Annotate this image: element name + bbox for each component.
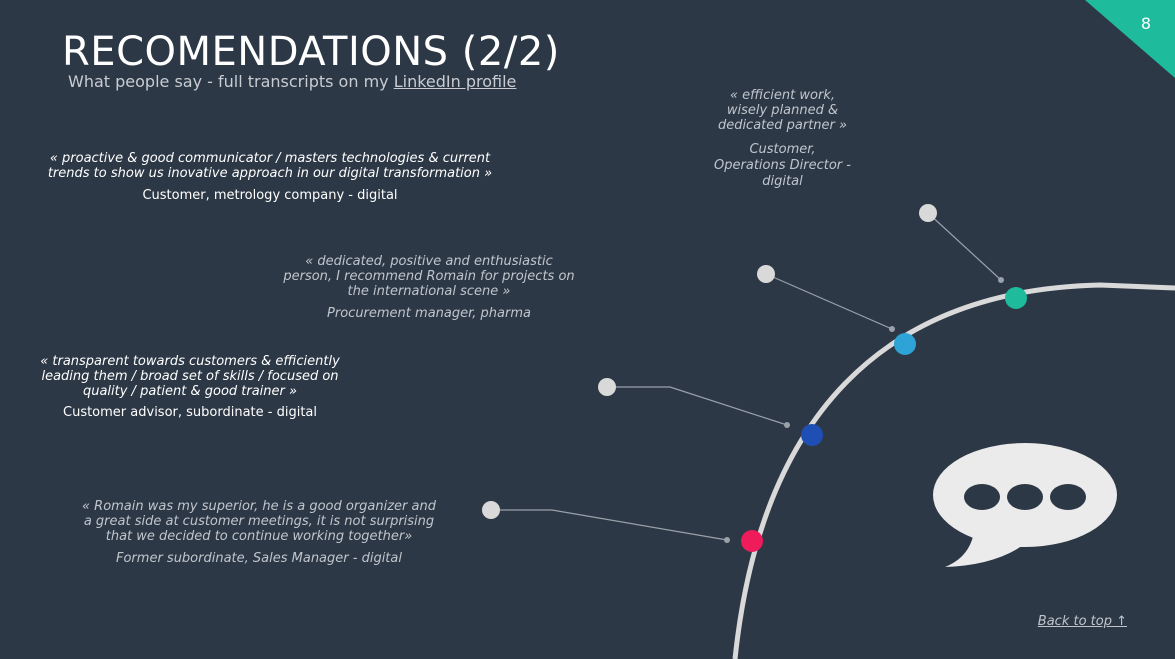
connector-end-4 xyxy=(724,537,730,543)
quote-line: the international scene » xyxy=(347,284,511,299)
quote-line: « efficient work, xyxy=(730,88,835,103)
connector-end-1 xyxy=(998,277,1004,283)
page-title: RECOMENDATIONS (2/2) xyxy=(62,29,560,75)
author-line: Customer, metrology company - digital xyxy=(142,188,398,203)
timeline-dot-dark-blue xyxy=(801,424,823,446)
connector-3 xyxy=(607,386,788,426)
author-line: Customer, xyxy=(749,142,816,157)
corner-accent xyxy=(1085,0,1175,78)
testimonial-4-quote: « transparent towards customers & effici… xyxy=(30,354,350,399)
author-line: Procurement manager, pharma xyxy=(327,306,531,321)
quote-line: « transparent towards customers & effici… xyxy=(40,354,340,369)
quote-line: that we decided to continue working toge… xyxy=(105,529,413,544)
quote-line: leading them / broad set of skills / foc… xyxy=(41,369,339,384)
author-line: Former subordinate, Sales Manager - digi… xyxy=(116,551,402,566)
connector-2 xyxy=(765,273,893,330)
author-line: digital xyxy=(762,174,803,189)
testimonial-5-quote: « Romain was my superior, he is a good o… xyxy=(70,499,448,544)
timeline-dot-teal xyxy=(1005,287,1027,309)
quote-line: « dedicated, positive and enthusiastic xyxy=(305,254,553,269)
connector-start-4 xyxy=(482,501,500,519)
quote-line: « proactive & good communicator / master… xyxy=(49,151,491,166)
linkedin-profile-link[interactable]: LinkedIn profile xyxy=(393,72,517,91)
back-to-top-link[interactable]: Back to top ↑ xyxy=(1037,614,1127,629)
testimonial-1-quote: « efficient work, wisely planned & dedic… xyxy=(690,88,875,133)
page-number: 8 xyxy=(1140,14,1151,33)
quote-line: quality / patient & good trainer » xyxy=(82,384,298,399)
testimonial-1-author: Customer, Operations Director - digital xyxy=(690,142,875,190)
quote-line: a great side at customer meetings, it is… xyxy=(83,514,435,529)
quote-line: « Romain was my superior, he is a good o… xyxy=(82,499,436,514)
speech-bubble-icon xyxy=(933,443,1117,567)
quote-line: wisely planned & xyxy=(726,103,839,118)
testimonial-3-author: Procurement manager, pharma xyxy=(280,306,578,321)
quote-line: dedicated partner » xyxy=(717,118,848,133)
timeline-dot-light-blue xyxy=(894,333,916,355)
testimonial-5-author: Former subordinate, Sales Manager - digi… xyxy=(70,551,448,566)
subtitle-text: What people say - full transcripts on my xyxy=(68,72,394,91)
testimonial-2-quote: « proactive & good communicator / master… xyxy=(20,151,520,181)
connector-1 xyxy=(927,212,1002,281)
testimonial-2-author: Customer, metrology company - digital xyxy=(20,188,520,203)
quote-line: person, I recommend Romain for projects … xyxy=(283,269,575,284)
connector-4 xyxy=(491,509,728,541)
author-line: Customer advisor, subordinate - digital xyxy=(63,405,317,420)
timeline-dot-red xyxy=(741,530,763,552)
connector-end-3 xyxy=(784,422,790,428)
testimonial-4-author: Customer advisor, subordinate - digital xyxy=(30,405,350,420)
connector-start-2 xyxy=(757,265,775,283)
connector-start-3 xyxy=(598,378,616,396)
connector-end-2 xyxy=(889,326,895,332)
quote-line: trends to show us inovative approach in … xyxy=(47,166,493,181)
author-line: Operations Director - xyxy=(714,158,851,173)
testimonial-3-quote: « dedicated, positive and enthusiastic p… xyxy=(280,254,578,299)
connector-start-1 xyxy=(919,204,937,222)
timeline-arc xyxy=(732,282,1175,659)
page-subtitle: What people say - full transcripts on my… xyxy=(68,72,516,91)
